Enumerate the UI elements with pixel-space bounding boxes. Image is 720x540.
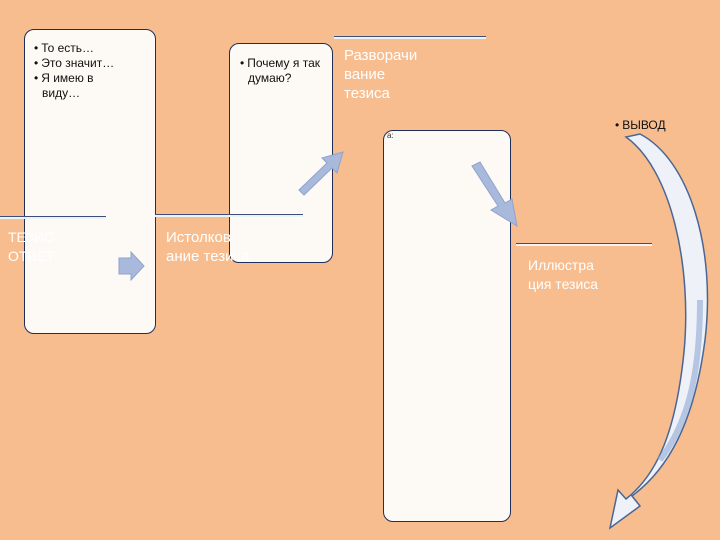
conclusion-bullet-1: ВЫВОД — [613, 118, 703, 133]
expansion-box — [383, 130, 511, 522]
interpretation-divider — [155, 214, 303, 217]
expansion-label: Разворачи вание тезиса — [344, 47, 418, 102]
conclusion-bullet-list: ВЫВОД — [613, 118, 703, 133]
thesis-bullet-1: То есть… — [32, 41, 132, 56]
interpretation-label: Истолков ание тезиса — [166, 229, 250, 265]
interpretation-bullet-1: Почему я так думаю? — [238, 56, 330, 86]
thesis-divider — [0, 216, 106, 219]
arrow-up-right-icon — [298, 151, 344, 196]
arrow-right-icon — [118, 250, 145, 282]
interpretation-bullet-list: Почему я так думаю? — [238, 56, 330, 86]
thesis-bullet-3: Я имею в виду… — [32, 71, 132, 101]
expansion-divider — [334, 36, 486, 39]
thesis-label: ТЕЗИС ОТВЕТ — [8, 229, 55, 264]
arrow-down-right-icon — [471, 161, 518, 228]
thesis-bullet-2: Это значит… — [32, 56, 132, 71]
curved-arrow-icon — [608, 133, 709, 530]
expansion-note: а: — [387, 131, 394, 140]
illustration-divider — [516, 243, 652, 246]
illustration-label: Иллюстра ция тезиса — [528, 257, 599, 292]
thesis-bullet-list: То есть… Это значит… Я имею в виду… — [32, 41, 132, 101]
